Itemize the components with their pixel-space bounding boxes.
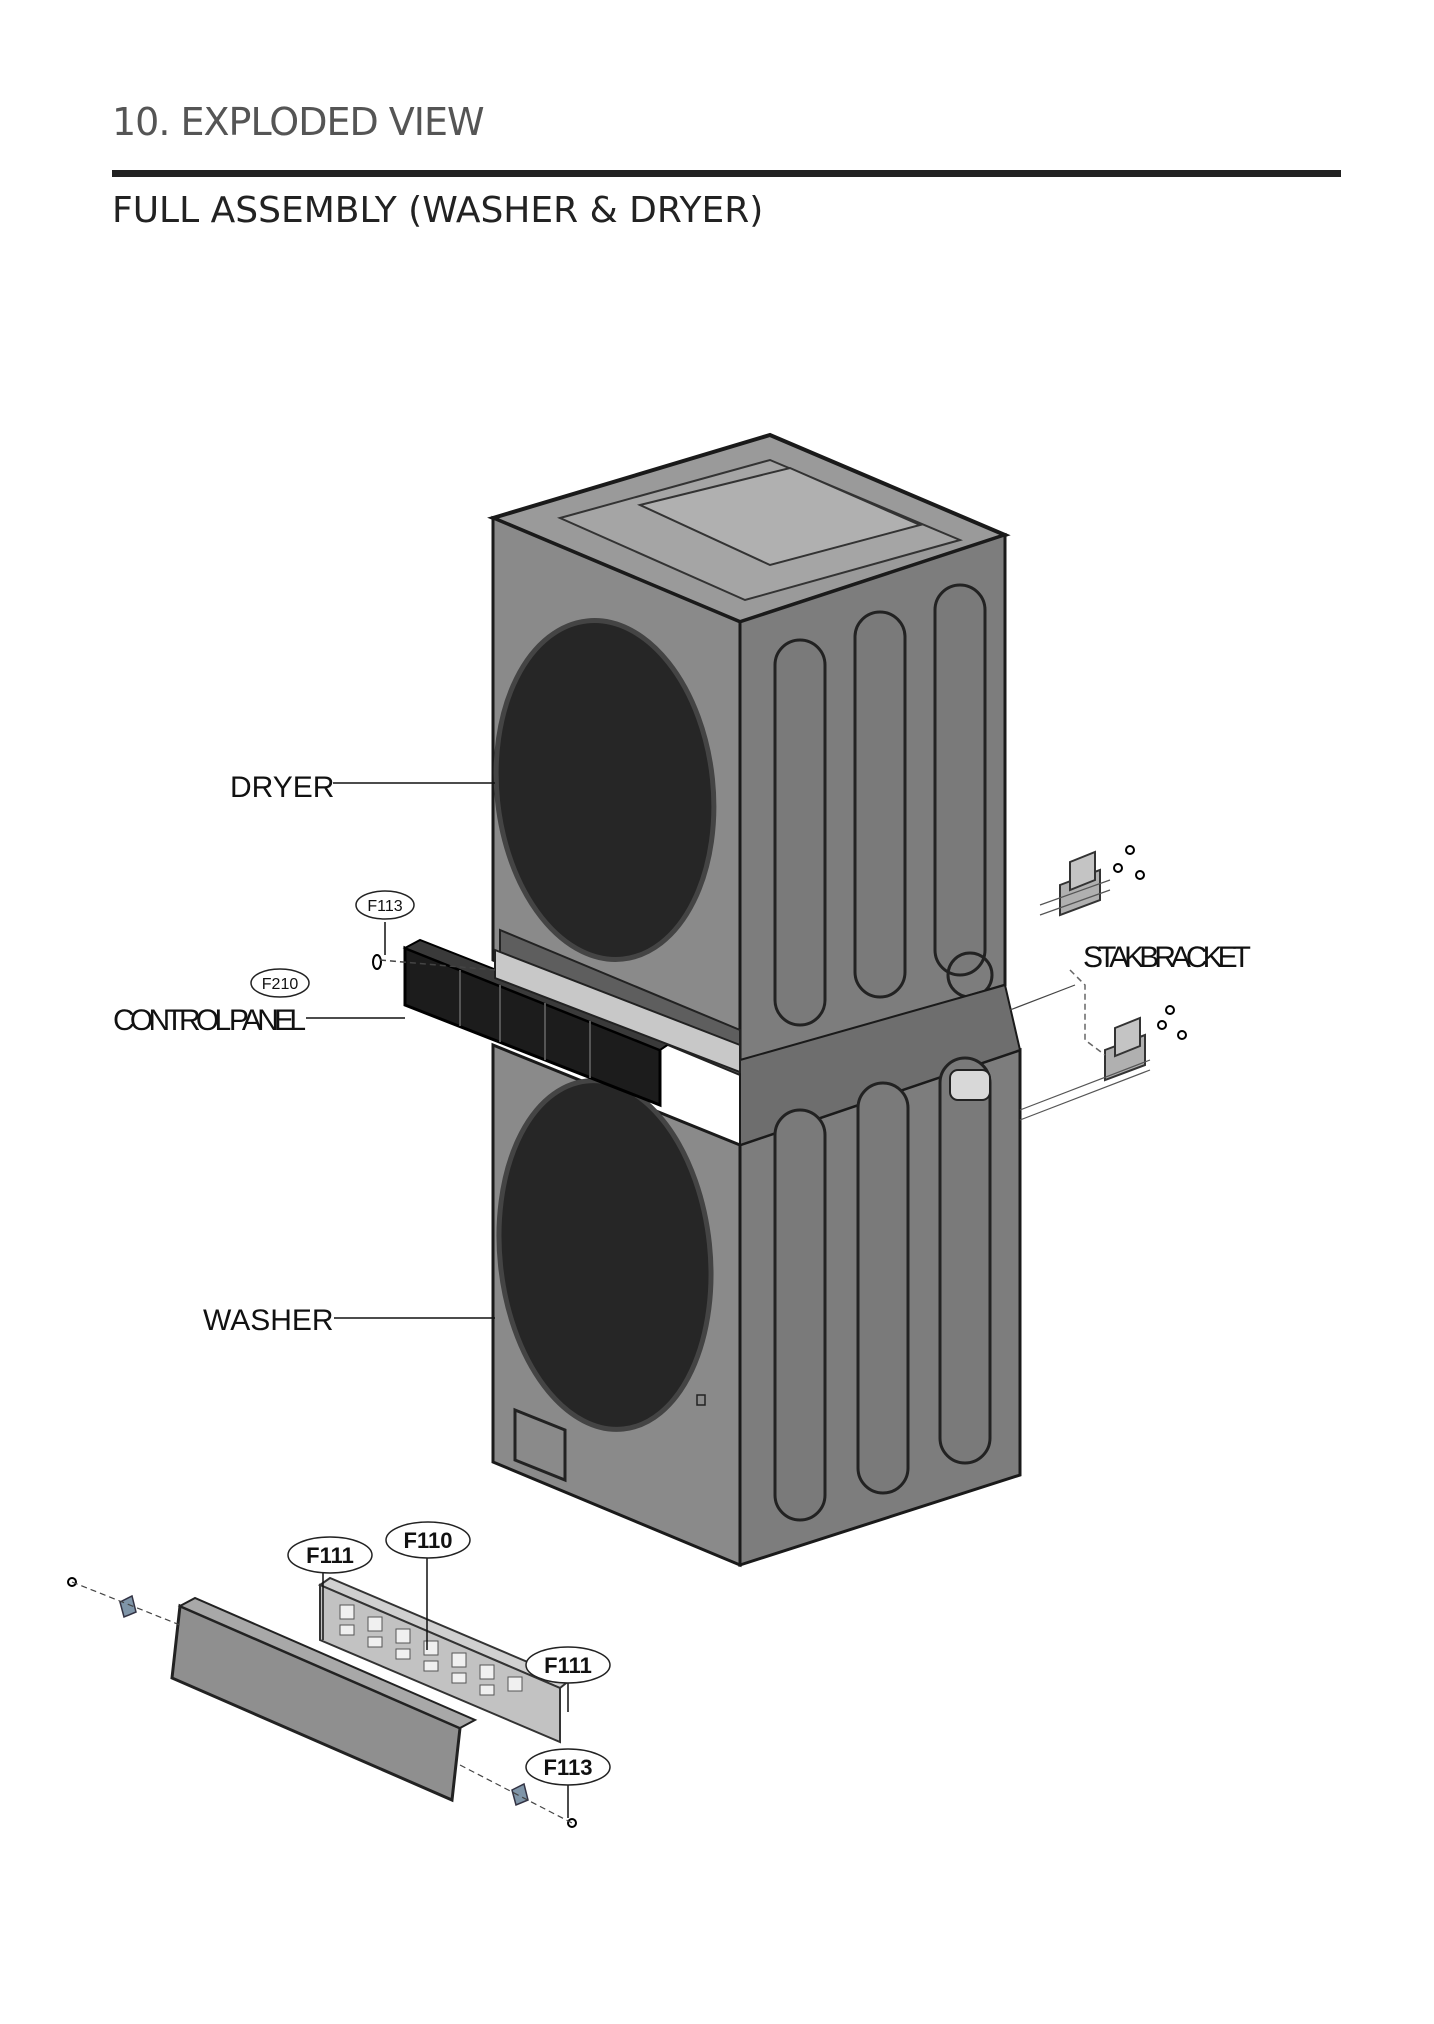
stak-bracket-upper <box>1039 845 1145 917</box>
leader-lines <box>306 782 569 1818</box>
label-washer: WASHER <box>203 1304 334 1337</box>
tag-upper-f210: F210 <box>250 968 310 998</box>
dryer-unit <box>487 432 1011 1077</box>
washer-unit <box>491 983 1022 1568</box>
svg-text:F111: F111 <box>544 1653 592 1678</box>
upper-control-panel <box>372 938 741 1108</box>
svg-text:F210: F210 <box>262 976 299 993</box>
title-rule <box>112 170 1341 177</box>
svg-text:F113: F113 <box>544 1755 593 1780</box>
label-dryer: DRYER <box>230 771 334 804</box>
label-control-panel: CONTROL PANEL <box>113 1004 306 1037</box>
stak-bracket-lower <box>1019 1005 1187 1121</box>
svg-text:F113: F113 <box>367 898 402 915</box>
section-title: 10. EXPLODED VIEW <box>112 100 485 144</box>
svg-text:F111: F111 <box>306 1543 354 1568</box>
tag-lower-f111-left: F111 <box>287 1536 373 1574</box>
tag-lower-f110: F110 <box>385 1521 471 1559</box>
svg-text:F110: F110 <box>404 1528 453 1553</box>
lower-control-panel-assembly <box>67 1576 577 1828</box>
tag-lower-f113: F113 <box>525 1748 611 1786</box>
label-stakbracket: STAKBRACKET <box>1083 941 1251 974</box>
tag-lower-f111-right: F111 <box>525 1646 611 1684</box>
page-subtitle: FULL ASSEMBLY (WASHER & DRYER) <box>112 190 764 231</box>
tag-upper-f113: F113 <box>355 890 415 920</box>
